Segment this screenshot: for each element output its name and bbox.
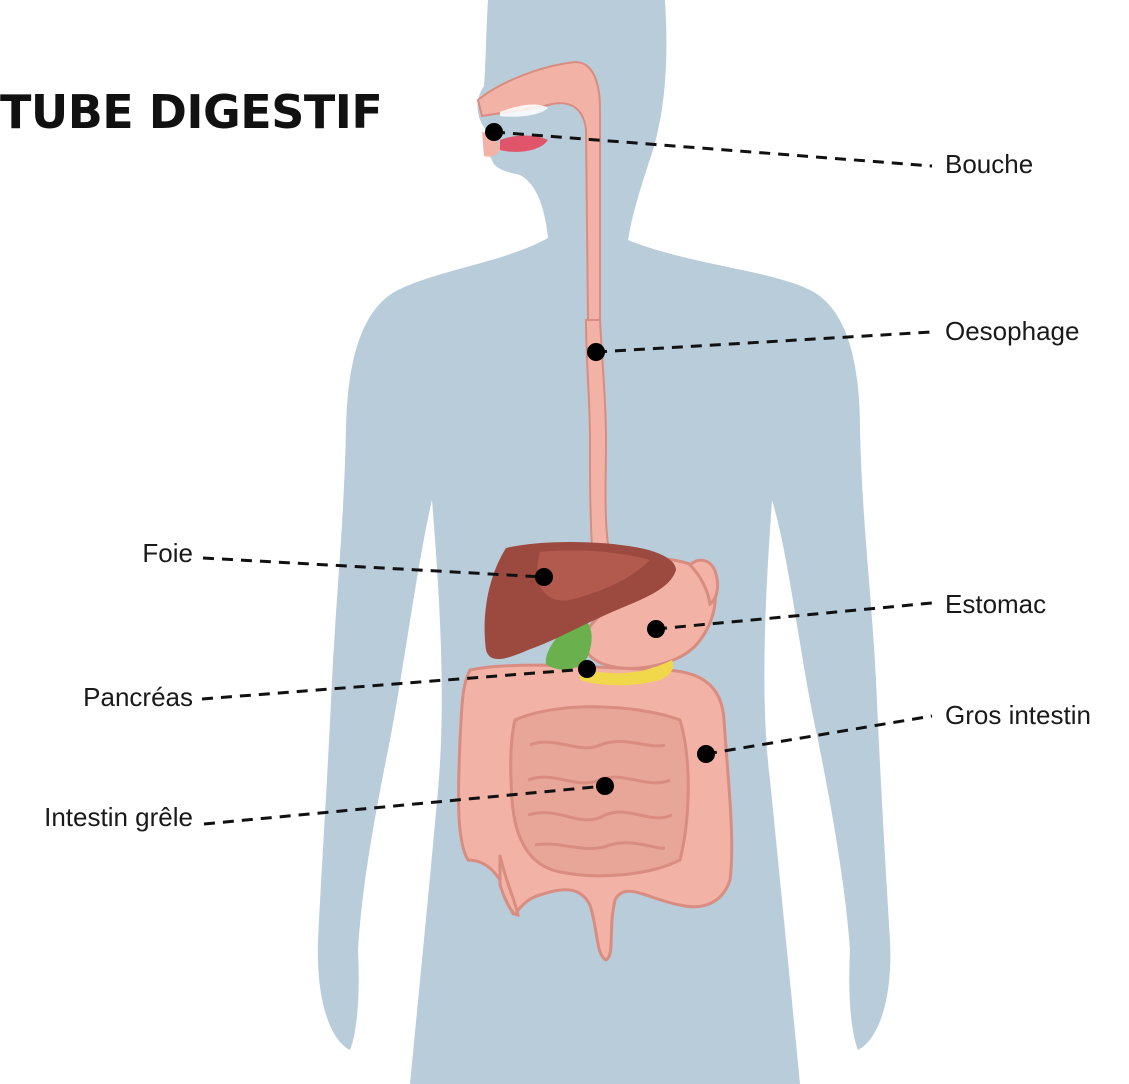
label-foie: Foie [142,538,193,568]
label-gros-intestin: Gros intestin [945,700,1091,730]
marker-estomac [647,620,665,638]
marker-bouche [485,123,503,141]
marker-oesophage [587,343,605,361]
label-estomac: Estomac [945,589,1046,619]
label-intestin-grele: Intestin grêle [44,802,193,832]
label-oesophage: Oesophage [945,316,1079,346]
label-bouche: Bouche [945,149,1033,179]
marker-gros-intestin [697,745,715,763]
label-pancreas: Pancréas [83,682,193,712]
marker-foie [535,568,553,586]
diagram-title: TUBE DIGESTIF [0,85,382,139]
marker-pancreas [578,660,596,678]
marker-intestin-grele [596,777,614,795]
